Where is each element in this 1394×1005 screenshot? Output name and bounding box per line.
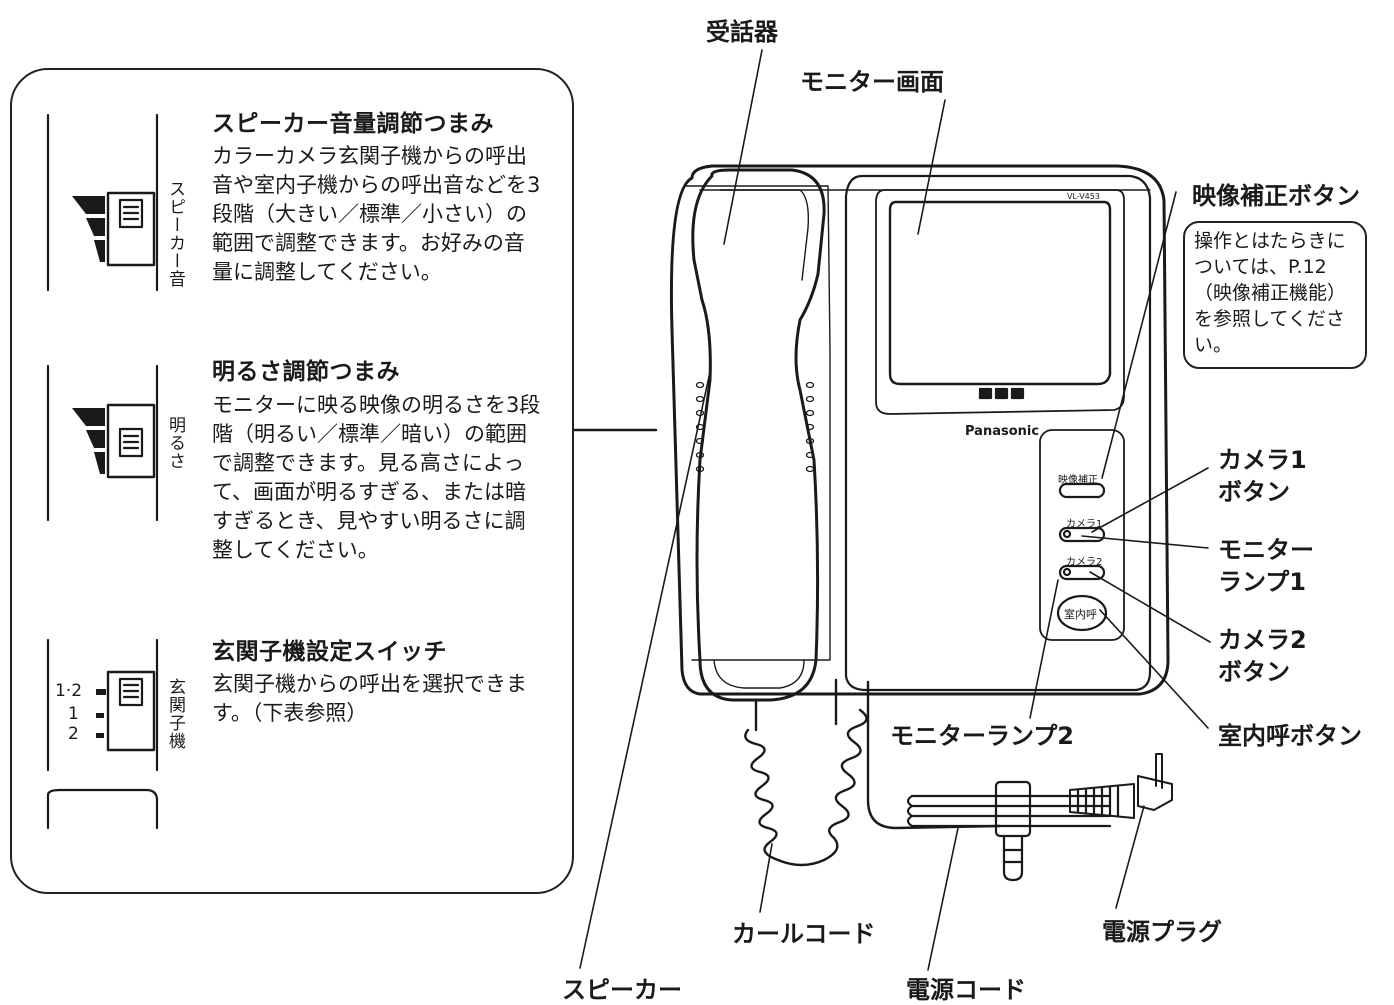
controls-detail-panel: [10, 68, 574, 894]
label-camera2-line1: カメラ2: [1218, 626, 1307, 654]
door-switch-side-label: 玄関子機: [165, 678, 185, 750]
intercom-button-print: 室内呼: [1064, 608, 1097, 621]
label-monitor-screen: モニター画面: [800, 68, 944, 96]
label-monitor-lamp2: モニターランプ2: [890, 722, 1074, 750]
label-intercom-button: 室内呼ボタン: [1218, 722, 1362, 750]
model-number: VL-V453: [1067, 192, 1100, 201]
camera2-button-print: カメラ2: [1066, 557, 1103, 568]
speaker-side-label: スピーカー音: [165, 180, 185, 288]
door-switch-title: 玄関子機設定スイッチ: [212, 639, 447, 665]
label-monitor-lamp1: モニター ランプ1: [1218, 534, 1314, 598]
label-monitor-lamp1-line2: ランプ1: [1218, 568, 1306, 596]
brightness-side-label: 明るさ: [165, 416, 185, 470]
brand-logo: Panasonic: [965, 424, 1040, 439]
reference-note-text: 操作とはたらきについては、P.12（映像補正機能）を参照してください。: [1194, 230, 1347, 356]
label-camera2-line2: ボタン: [1218, 658, 1290, 686]
label-camera1-button: カメラ1 ボタン: [1218, 444, 1307, 508]
label-camera2-button: カメラ2 ボタン: [1218, 624, 1307, 688]
label-speaker: スピーカー: [562, 976, 682, 1004]
door-switch-desc: 玄関子機からの呼出を選択できます。（下表参照）: [212, 672, 527, 725]
speaker-knob-illustration: [46, 113, 159, 292]
label-image-correction-button: 映像補正ボタン: [1192, 182, 1360, 210]
reference-note: 操作とはたらきについては、P.12（映像補正機能）を参照してください。: [1183, 221, 1367, 369]
label-power-cord: 電源コード: [906, 976, 1026, 1004]
brightness-desc: モニターに映る映像の明るさを3段階（明るい／標準／暗い）の範囲で調整できます。見…: [212, 393, 541, 562]
label-power-plug: 電源プラグ: [1102, 918, 1222, 946]
switch-position-1: 1: [68, 704, 79, 724]
label-monitor-lamp1-line1: モニター: [1218, 536, 1314, 564]
switch-position-2: 2: [68, 724, 79, 744]
brightness-title: 明るさ調節つまみ: [212, 359, 400, 385]
camera1-button-print: カメラ1: [1066, 519, 1103, 530]
label-handset: 受話器: [706, 18, 778, 46]
brightness-knob-illustration: [46, 364, 159, 522]
knob-wedges: [72, 196, 106, 738]
door-switch-illustration: [46, 638, 159, 830]
speaker-volume-desc: カラーカメラ玄関子機からの呼出音や室内子機からの呼出音などを3段階（大きい／標準…: [212, 144, 541, 284]
label-curl-cord: カールコード: [732, 920, 876, 948]
label-camera1-line1: カメラ1: [1218, 446, 1307, 474]
label-camera1-line2: ボタン: [1218, 478, 1290, 506]
switch-position-1-2: 1·2: [55, 681, 83, 701]
image-correction-button-print: 映像補正: [1058, 475, 1098, 486]
speaker-volume-title: スピーカー音量調節つまみ: [212, 111, 494, 137]
